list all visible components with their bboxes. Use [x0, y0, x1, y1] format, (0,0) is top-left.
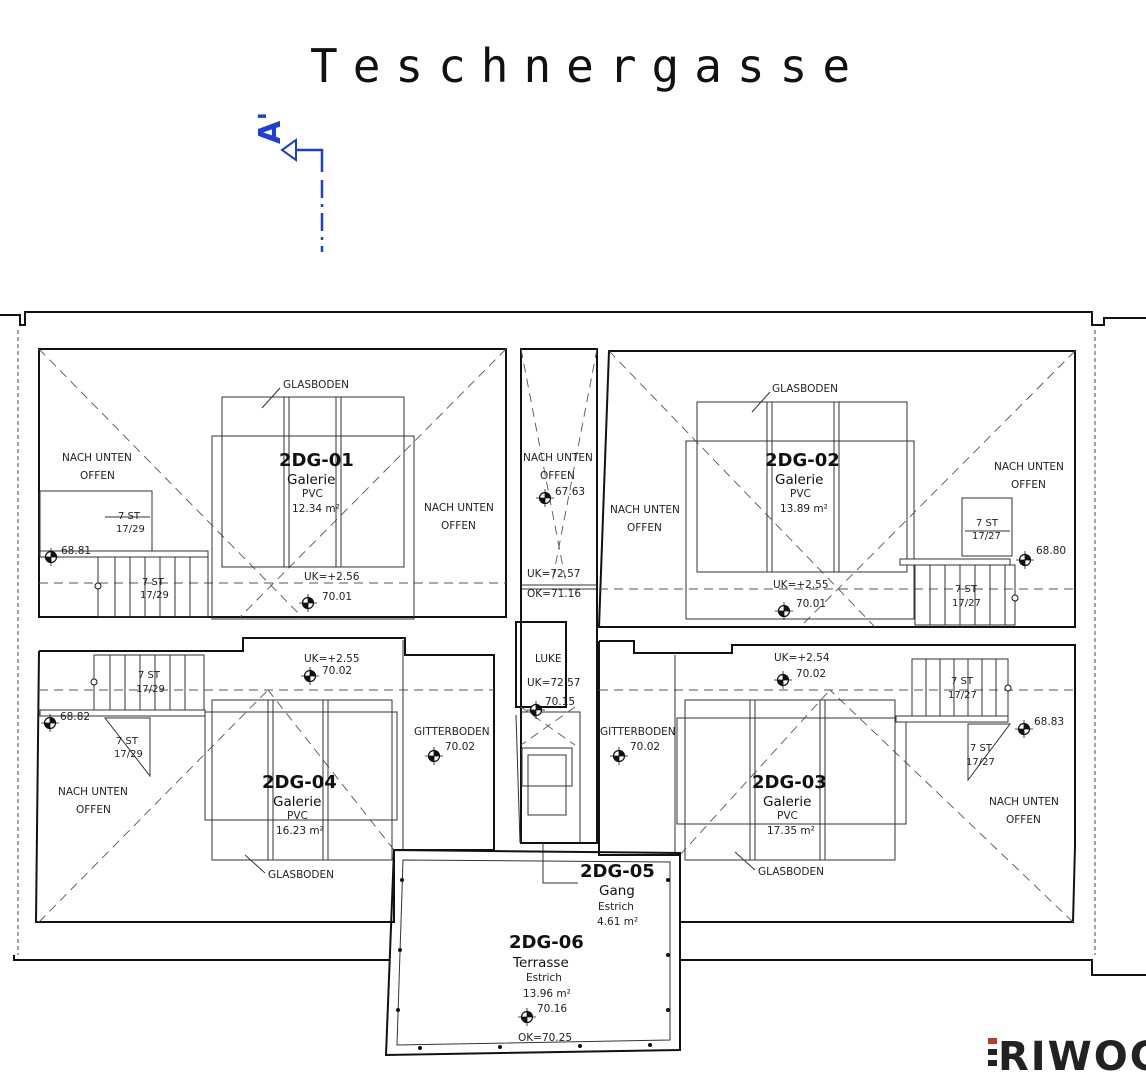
room-id-06: 2DG-06	[509, 932, 584, 953]
glasboden-label-03: GLASBODEN	[758, 866, 824, 878]
room-name-01: Galerie	[287, 472, 335, 488]
nach-unten-01a: NACH UNTEN	[62, 452, 132, 464]
corridor: NACH UNTEN OFFEN 67.63 UK=72.57 OK=71.16…	[515, 348, 598, 844]
stairs-ratio-03a: 17/27	[948, 690, 977, 701]
level-03: 70.02	[796, 668, 826, 680]
gitter-level-04: 70.02	[445, 741, 475, 753]
stairs-count-03a: 7 ST	[951, 676, 974, 687]
room-material-03: PVC	[777, 810, 798, 822]
room-name-06: Terrasse	[512, 955, 569, 971]
uk-01: UK=+2.56	[304, 571, 360, 583]
offen-01b: OFFEN	[441, 520, 476, 532]
logo-text: RIWOG	[998, 1034, 1146, 1080]
level-02: 70.01	[796, 598, 826, 610]
side-level-02: 68.80	[1036, 545, 1066, 557]
room-id-01: 2DG-01	[279, 450, 354, 471]
stairs-ratio-04b: 17/29	[114, 749, 143, 760]
room-material-01: PVC	[302, 488, 323, 500]
room-2dg-03: GLASBODEN 7 ST 17/27 7 ST 17/27 NACH UNT…	[598, 640, 1076, 923]
nach-unten-02a: NACH UNTEN	[994, 461, 1064, 473]
room-area-06: 13.96 m²	[523, 988, 571, 1000]
gitterboden-04: GITTERBODEN	[414, 726, 490, 738]
building-outline	[0, 311, 1146, 976]
gitterboden-03: GITTERBODEN	[600, 726, 676, 738]
room-material-05: Estrich	[598, 901, 634, 913]
glasboden-label-01: GLASBODEN	[283, 379, 349, 391]
stairs-count-02b: 7 ST	[955, 584, 978, 595]
section-marker: A'	[253, 112, 324, 252]
stairs-ratio-01a: 17/29	[116, 524, 145, 535]
room-area-03: 17.35 m²	[767, 825, 815, 837]
ok-corridor: OK=71.16	[527, 588, 581, 600]
glasboden-label-04: GLASBODEN	[268, 869, 334, 881]
room-id-03: 2DG-03	[752, 772, 827, 793]
room-2dg-05: 2DG-05 Gang Estrich 4.61 m²	[542, 843, 655, 928]
street-name: Teschnergasse	[310, 39, 865, 93]
stairs-count-04a: 7 ST	[138, 670, 161, 681]
room-material-06: Estrich	[526, 972, 562, 984]
nach-unten-04: NACH UNTEN	[58, 786, 128, 798]
stairs-ratio-04a: 17/29	[136, 684, 165, 695]
room-name-05: Gang	[599, 883, 635, 899]
ok-terrace: OK=70.25	[518, 1032, 572, 1044]
glasboden-label-02: GLASBODEN	[772, 383, 838, 395]
side-level-01: 68.81	[61, 545, 91, 557]
room-2dg-04: GLASBODEN 7 ST 17/29 7 ST 17/29 NACH UNT…	[34, 637, 495, 923]
stairs-count-01b: 7 ST	[142, 577, 165, 588]
room-id-05: 2DG-05	[580, 861, 655, 882]
gitter-level-03: 70.02	[630, 741, 660, 753]
uk-luke: UK=72.57	[527, 677, 580, 689]
room-name-02: Galerie	[775, 472, 823, 488]
stairs-count-01a: 7 ST	[118, 511, 141, 522]
stairs-count-04b: 7 ST	[116, 736, 139, 747]
nach-unten-01b: NACH UNTEN	[424, 502, 494, 514]
room-id-02: 2DG-02	[765, 450, 840, 471]
stairs-ratio-02b: 17/27	[952, 598, 981, 609]
offen-01a: OFFEN	[80, 470, 115, 482]
room-material-02: PVC	[790, 488, 811, 500]
uk-03: UK=+2.54	[774, 652, 830, 664]
offen-02b: OFFEN	[627, 522, 662, 534]
uk-corridor: UK=72.57	[527, 568, 580, 580]
level-04: 70.02	[322, 665, 352, 677]
riwog-logo: RIWOG	[988, 1034, 1146, 1080]
terrace-level: 70.16	[537, 1003, 567, 1015]
corridor-top-level: 67.63	[555, 486, 585, 498]
side-level-03: 68.83	[1034, 716, 1064, 728]
room-2dg-06: 2DG-06 Terrasse Estrich 13.96 m² 70.16 O…	[384, 848, 681, 1057]
room-area-01: 12.34 m²	[292, 503, 340, 515]
room-area-02: 13.89 m²	[780, 503, 828, 515]
stairs-count-02a: 7 ST	[976, 518, 999, 529]
offen-corr: OFFEN	[540, 470, 575, 482]
room-area-04: 16.23 m²	[276, 825, 324, 837]
luke-label: LUKE	[535, 653, 562, 665]
room-name-04: Galerie	[273, 794, 321, 810]
offen-04: OFFEN	[76, 804, 111, 816]
level-01: 70.01	[322, 591, 352, 603]
offen-02a: OFFEN	[1011, 479, 1046, 491]
stairs-ratio-01b: 17/29	[140, 590, 169, 601]
nach-unten-03: NACH UNTEN	[989, 796, 1059, 808]
uk-02: UK=+2.55	[773, 579, 829, 591]
section-marker-label: A'	[253, 112, 288, 144]
room-area-05: 4.61 m²	[597, 916, 638, 928]
stairs-ratio-02a: 17/27	[972, 531, 1001, 542]
corridor-mid-level: 70.15	[545, 696, 575, 708]
nach-unten-corr: NACH UNTEN	[523, 452, 593, 464]
room-2dg-02: GLASBODEN 7 ST 17/27 7 ST 17/27 NACH UNT…	[597, 350, 1076, 628]
offen-03: OFFEN	[1006, 814, 1041, 826]
room-2dg-01: GLASBODEN 7 ST 17/29 7 ST 17/29 NACH UNT…	[38, 348, 507, 620]
room-name-03: Galerie	[763, 794, 811, 810]
nach-unten-02b: NACH UNTEN	[610, 504, 680, 516]
stairs-count-03b: 7 ST	[970, 743, 993, 754]
side-level-04: 68.82	[60, 711, 90, 723]
room-material-04: PVC	[287, 810, 308, 822]
room-id-04: 2DG-04	[262, 772, 337, 793]
stairs-ratio-03b: 17/27	[966, 757, 995, 768]
uk-04: UK=+2.55	[304, 653, 360, 665]
